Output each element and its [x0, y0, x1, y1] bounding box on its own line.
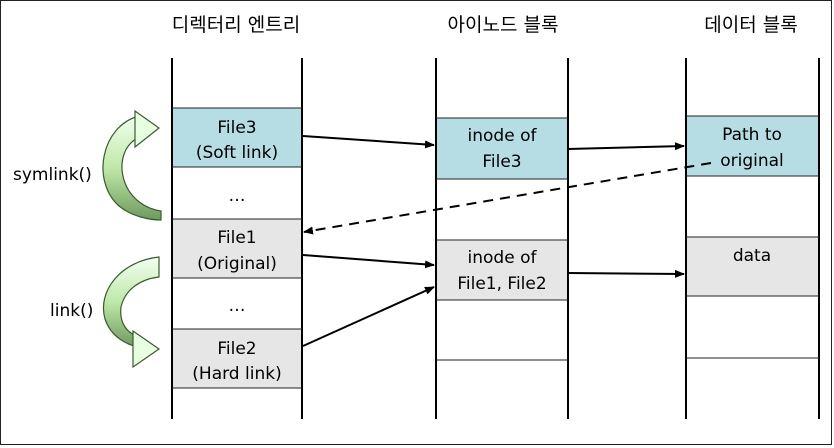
data-column-title: 데이터 블록: [704, 14, 797, 36]
inode-column: inode of File3 inode of File1, File2: [435, 58, 569, 419]
inode-to-data-arrow: [567, 269, 685, 278]
inode-column-title: 아이노드 블록: [448, 14, 559, 36]
inode-file1-file2-cell: [436, 240, 568, 300]
file3-cell: [172, 108, 302, 167]
file2-type: (Hard link): [192, 364, 281, 384]
symlink-curved-arrow: [102, 109, 162, 221]
directory-ellipsis-2: …: [229, 296, 246, 316]
inode-file12-line1: inode of: [468, 248, 538, 268]
directory-column: File3 (Soft link) … File1 (Original) … F…: [171, 58, 303, 419]
path-data-line2: original: [720, 151, 784, 171]
data-cell: [686, 237, 819, 296]
inode-file3-line2: File3: [482, 152, 521, 172]
directory-ellipsis-1: …: [229, 186, 246, 206]
data-label: data: [733, 246, 771, 266]
inode-file3-cell: [436, 118, 568, 179]
path-to-original-dashed-arrow: [303, 162, 712, 235]
file3-to-inode3-arrow: [302, 135, 435, 149]
file3-type: (Soft link): [196, 143, 278, 163]
file1-name: File1: [217, 228, 256, 248]
data-column: Path to original data: [685, 58, 820, 419]
file3-name: File3: [217, 118, 256, 138]
symlink-label: symlink(): [13, 165, 92, 185]
inode-file12-line2: File1, File2: [457, 274, 546, 294]
file1-type: (Original): [197, 254, 277, 274]
file2-to-inode-arrow: [302, 286, 435, 347]
directory-column-title: 디렉터리 엔트리: [172, 14, 300, 36]
file1-to-inode-arrow: [302, 254, 435, 269]
link-label: link(): [50, 301, 93, 321]
inode3-to-path-arrow: [567, 142, 685, 151]
inode-file3-line1: inode of: [468, 126, 538, 146]
file1-cell: [172, 219, 302, 278]
path-data-line1: Path to: [722, 125, 782, 145]
file2-name: File2: [217, 339, 256, 359]
path-data-cell: [686, 116, 819, 176]
file2-cell: [172, 329, 302, 388]
link-curved-arrow: [102, 256, 161, 369]
